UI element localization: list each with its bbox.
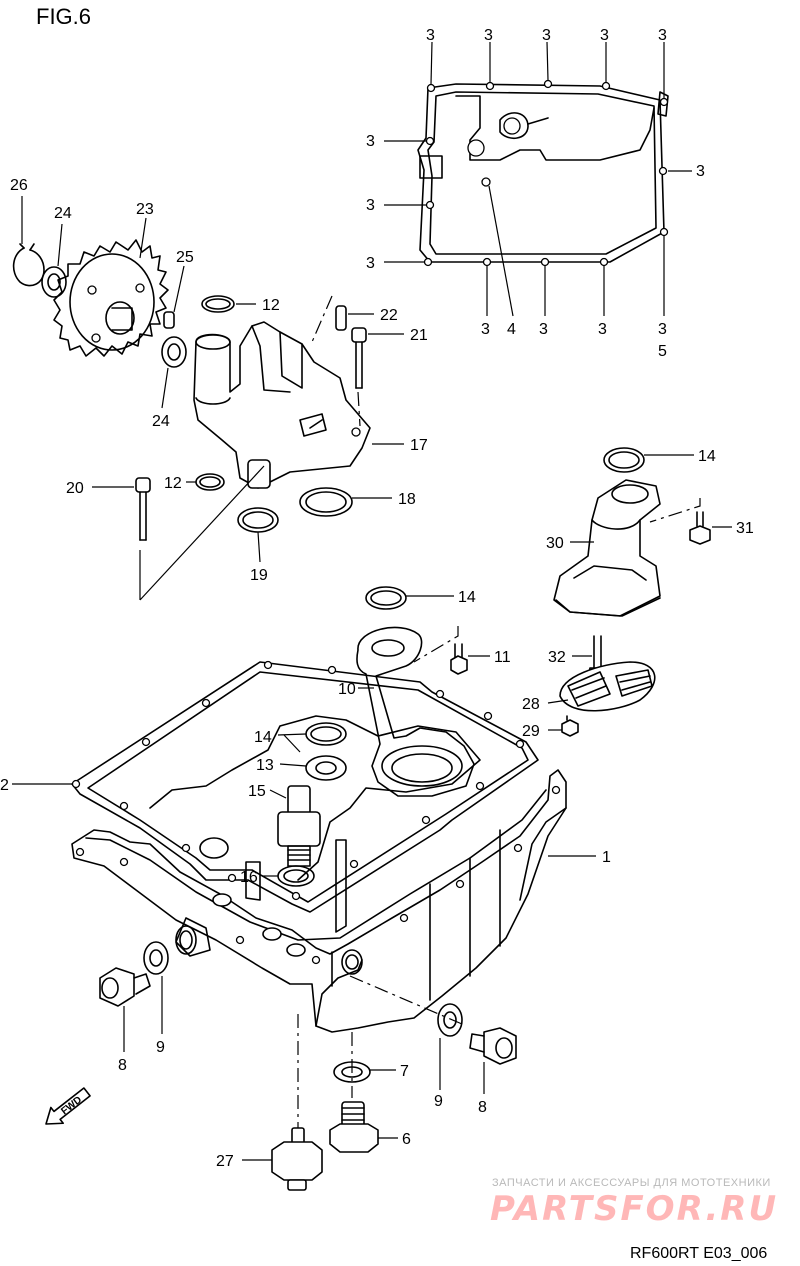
leaders-3 xyxy=(384,41,692,317)
drain-line-right xyxy=(349,975,463,1025)
callout-2: 2 xyxy=(0,777,9,794)
callout-6: 6 xyxy=(402,1131,411,1148)
oil-pan-gasket-2 xyxy=(12,660,539,913)
bolt-31 xyxy=(689,511,732,545)
pump-to-pan-line xyxy=(139,465,265,601)
callout-8: 8 xyxy=(478,1099,487,1116)
callout-12: 12 xyxy=(262,297,280,314)
callout-15: 15 xyxy=(248,783,266,800)
callout-labels: 3 3 3 3 3 3 3 3 3 3 3 3 3 4 5 26 24 23 2… xyxy=(0,27,754,1170)
callout-13: 13 xyxy=(256,757,274,774)
callout-3: 3 xyxy=(598,321,607,338)
bolt-8-left xyxy=(99,967,151,1052)
callout-9: 9 xyxy=(434,1093,443,1110)
callout-3: 3 xyxy=(366,133,375,150)
circlip-26 xyxy=(12,196,45,287)
callout-3: 3 xyxy=(366,255,375,272)
callout-25: 25 xyxy=(176,249,194,266)
washer-24-upper xyxy=(41,223,67,298)
callout-29: 29 xyxy=(522,723,540,740)
fwd-arrow-icon: FWD xyxy=(45,1087,91,1125)
callout-1: 1 xyxy=(602,849,611,866)
callout-3: 3 xyxy=(484,27,493,44)
callout-11: 11 xyxy=(494,649,511,666)
callout-19: 19 xyxy=(250,567,268,584)
strainer-screen-28 xyxy=(547,661,656,712)
callout-3: 3 xyxy=(539,321,548,338)
bolt-11 xyxy=(450,643,490,675)
callout-31: 31 xyxy=(736,520,754,537)
callout-3: 3 xyxy=(658,321,667,338)
callout-20: 20 xyxy=(66,480,84,497)
callout-3: 3 xyxy=(696,163,705,180)
callout-3: 3 xyxy=(542,27,551,44)
callout-4: 4 xyxy=(507,321,516,338)
bolt-21 xyxy=(351,327,404,389)
callout-23: 23 xyxy=(136,201,154,218)
o-ring-12-lower xyxy=(186,473,225,491)
oil-pan-cover-gasket xyxy=(417,79,669,267)
o-ring-14-middle xyxy=(365,586,454,610)
callout-7: 7 xyxy=(400,1063,409,1080)
oil-strainer-30 xyxy=(553,479,661,617)
bolt-20 xyxy=(92,477,151,541)
callout-10: 10 xyxy=(338,681,356,698)
o-ring-19 xyxy=(237,507,279,563)
callout-24: 24 xyxy=(54,205,72,222)
callout-3: 3 xyxy=(658,27,667,44)
oil-pan-1 xyxy=(71,769,596,1033)
callout-14: 14 xyxy=(698,448,716,465)
drain-plug-6 xyxy=(329,1101,398,1153)
o-ring-12-upper xyxy=(201,295,256,313)
screw-29 xyxy=(548,715,579,737)
callout-27: 27 xyxy=(216,1153,234,1170)
callout-28: 28 xyxy=(522,696,540,713)
washer-9-right xyxy=(437,1003,463,1090)
oil-pump-17 xyxy=(193,321,404,489)
o-ring-16 xyxy=(262,865,315,887)
callout-5: 5 xyxy=(658,343,667,360)
callout-30: 30 xyxy=(546,535,564,552)
callout-16: 16 xyxy=(240,869,258,886)
pin-25 xyxy=(163,265,185,329)
o-ring-18 xyxy=(299,487,392,517)
bolt-8-right xyxy=(469,1027,517,1094)
watermark-logo: PARTSFOR.RU xyxy=(490,1189,778,1229)
washer-13 xyxy=(279,755,347,781)
oil-level-sensor-27 xyxy=(242,1127,323,1191)
callout-3: 3 xyxy=(366,197,375,214)
figure-code: RF600RT E03_006 xyxy=(630,1245,767,1262)
callout-17: 17 xyxy=(410,437,428,454)
washer-9-left xyxy=(143,941,169,1034)
callout-12: 12 xyxy=(164,475,182,492)
o-ring-14-lower xyxy=(277,722,347,753)
callout-3: 3 xyxy=(600,27,609,44)
callout-24: 24 xyxy=(152,413,170,430)
callout-9: 9 xyxy=(156,1039,165,1056)
dowel-22 xyxy=(335,305,374,331)
figure-title: FIG.6 xyxy=(36,4,91,29)
washer-24-lower xyxy=(161,336,187,409)
callout-3: 3 xyxy=(426,27,435,44)
callout-3: 3 xyxy=(481,321,490,338)
gasket-7 xyxy=(333,1061,396,1083)
callout-14: 14 xyxy=(254,729,272,746)
o-ring-14-top xyxy=(603,447,694,473)
callout-22: 22 xyxy=(380,307,398,324)
callout-21: 21 xyxy=(410,327,428,344)
callout-32: 32 xyxy=(548,649,566,666)
callout-26: 26 xyxy=(10,177,28,194)
oil-pressure-switch-15 xyxy=(269,785,321,867)
callout-8: 8 xyxy=(118,1057,127,1074)
watermark-tagline: ЗАПЧАСТИ И АКСЕССУАРЫ ДЛЯ МОТОТЕХНИКИ xyxy=(492,1177,771,1189)
oil-pump-driven-gear-23 xyxy=(53,217,169,357)
callout-18: 18 xyxy=(398,491,416,508)
callout-14: 14 xyxy=(458,589,476,606)
